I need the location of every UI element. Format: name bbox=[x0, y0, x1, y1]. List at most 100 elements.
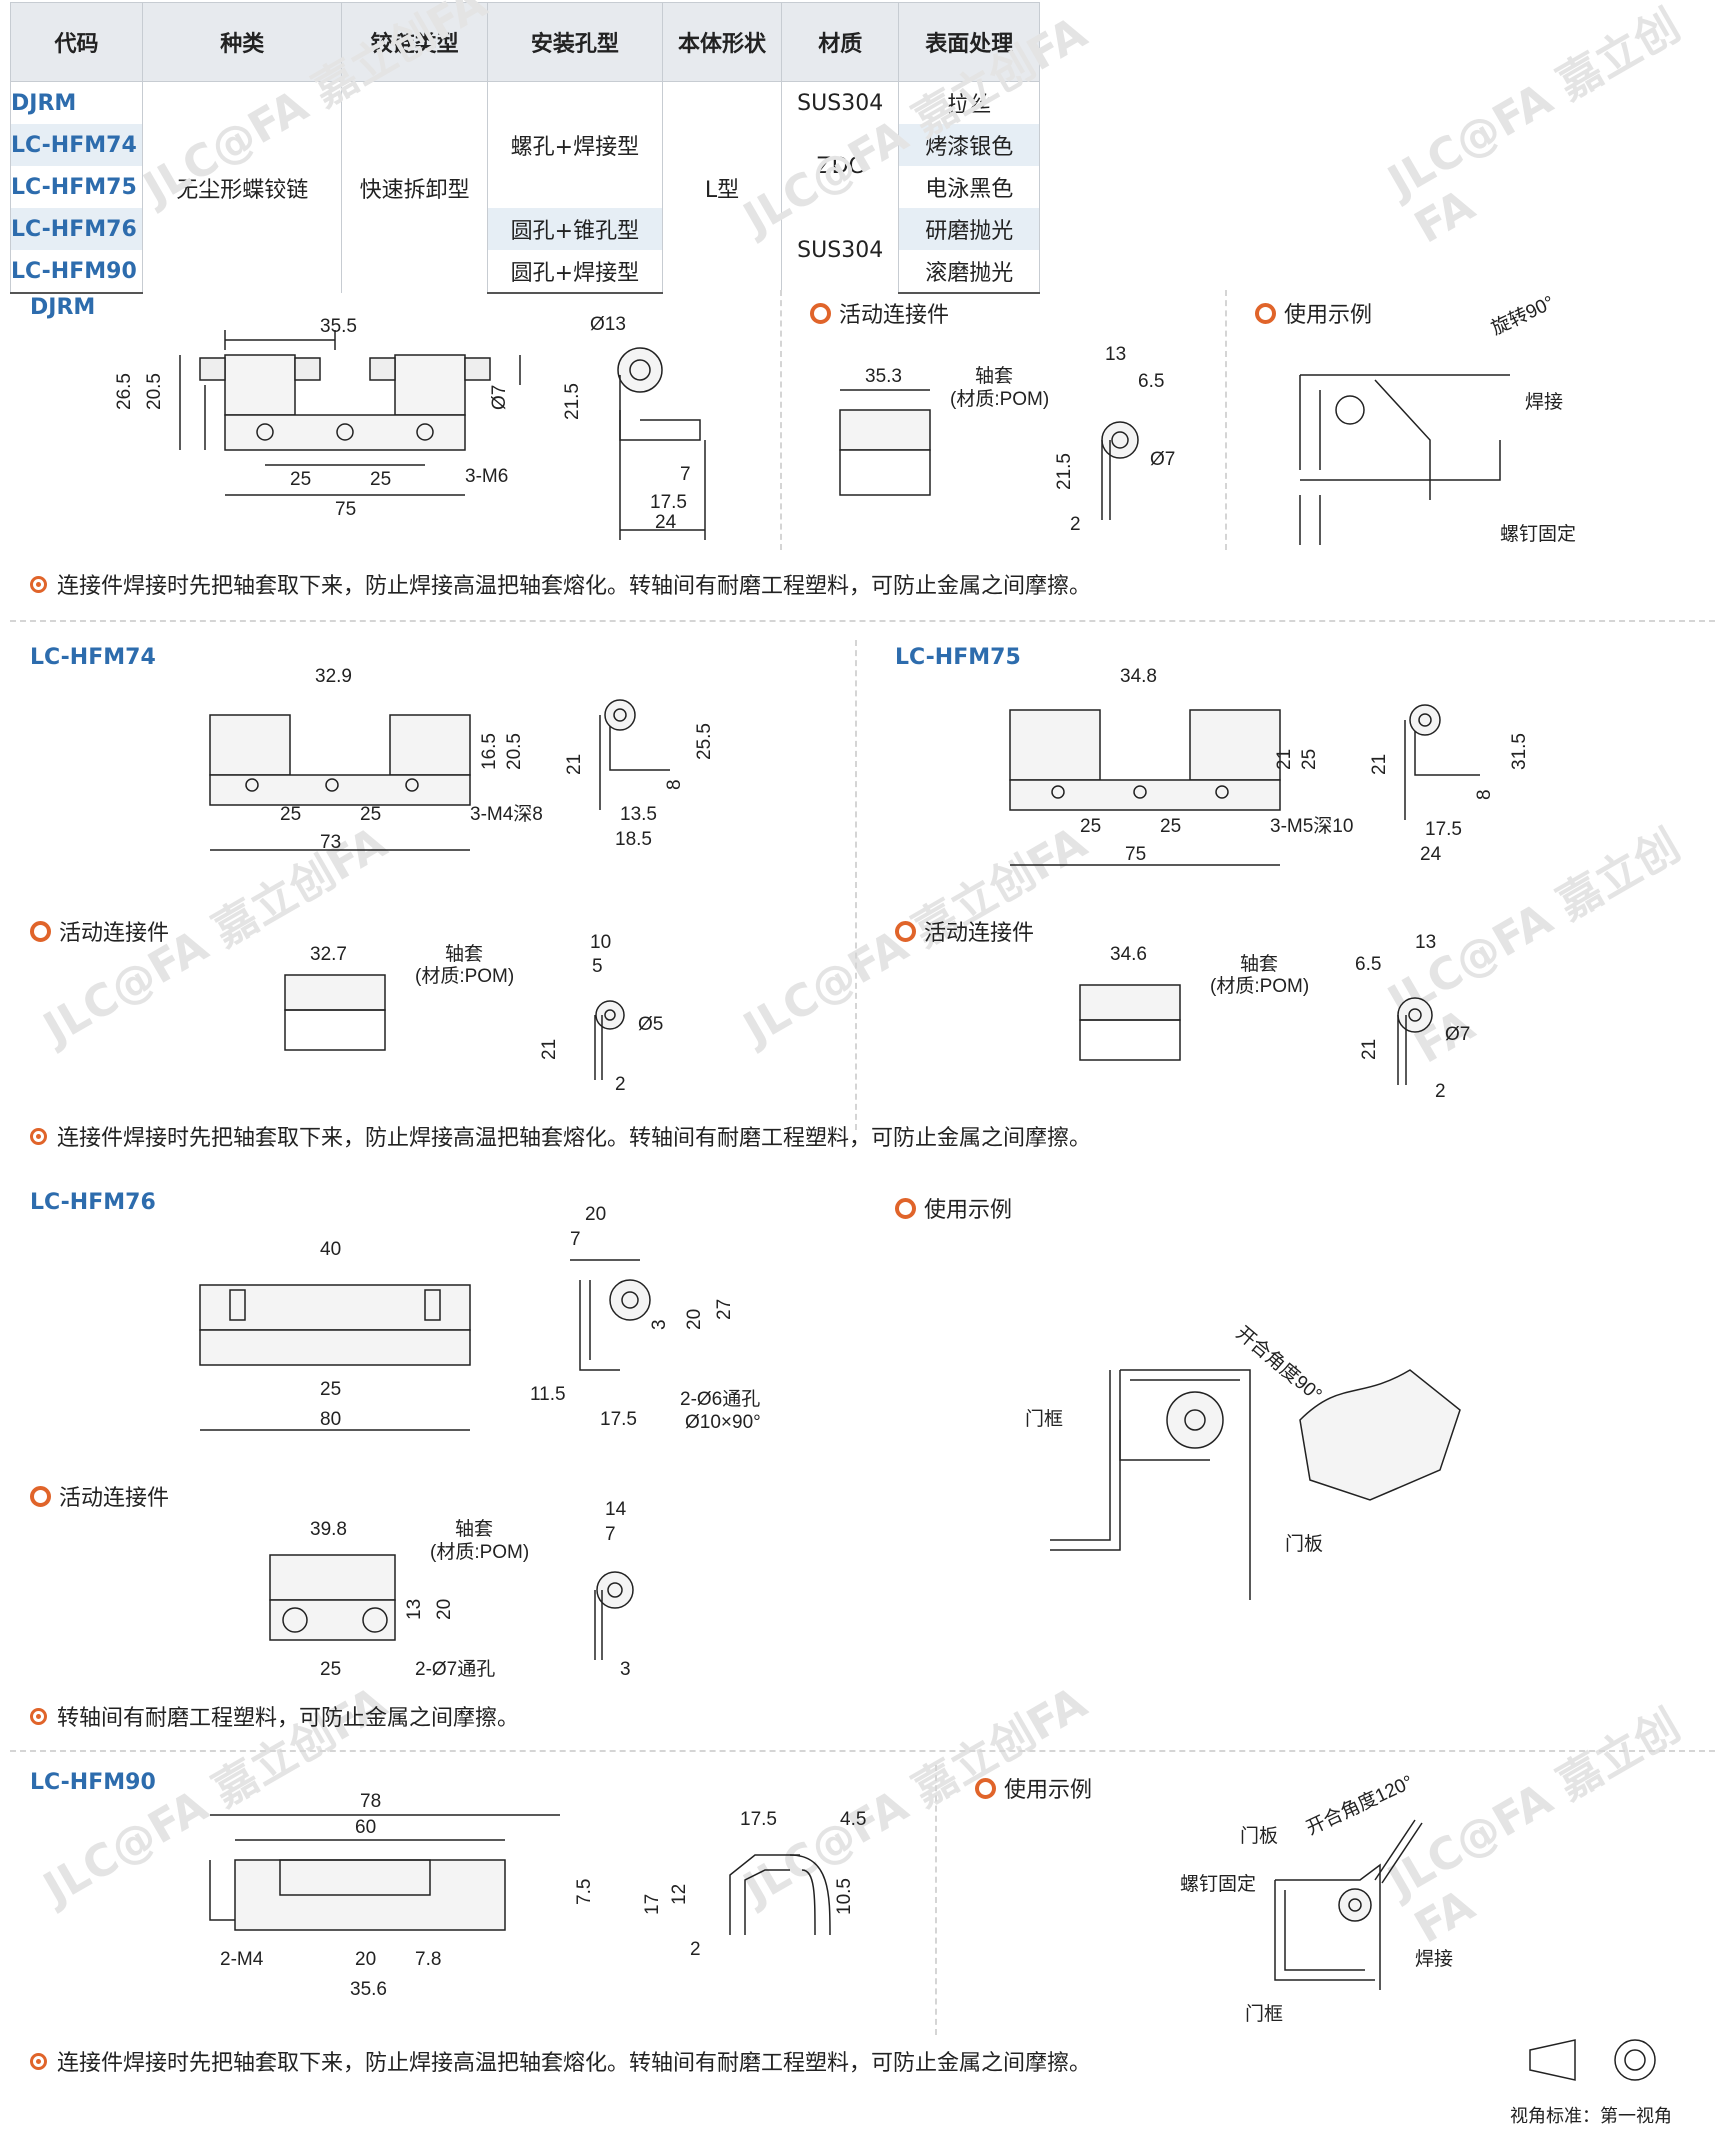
label-sleeve-material: (材质:POM) bbox=[430, 1541, 529, 1563]
note-text: 连接件焊接时先把轴套取下来，防止焊接高温把轴套熔化。转轴间有耐磨工程塑料，可防止… bbox=[57, 2051, 1092, 2076]
note-text: 转轴间有耐磨工程塑料，可防止金属之间摩擦。 bbox=[57, 1706, 520, 1731]
table-row: LC-HFM74 ZDC 烤漆银色 bbox=[9, 124, 1040, 208]
dim-label: 31.5 bbox=[1509, 733, 1530, 770]
mount-cell: 螺孔+焊接型 bbox=[486, 81, 664, 208]
heading-text: 活动连接件 bbox=[839, 303, 950, 328]
material-cell: SUS304 bbox=[780, 81, 900, 124]
dim-label: 27 bbox=[714, 1299, 735, 1320]
djrm-example-drawing: 旋转90° 焊接 螺钉固定 bbox=[1299, 291, 1576, 545]
dim-label: 20 bbox=[434, 1599, 455, 1620]
finish-cell: 研磨抛光 bbox=[898, 208, 1040, 250]
header-finish: 表面处理 bbox=[898, 2, 1040, 82]
label-sleeve: 轴套 bbox=[455, 1518, 493, 1540]
dim-label: 18.5 bbox=[615, 829, 652, 850]
dim-label: 32.9 bbox=[315, 666, 352, 687]
code-cell: LC-HFM75 bbox=[9, 166, 144, 208]
label-sleeve-material: (材质:POM) bbox=[415, 965, 514, 987]
code-cell: DJRM bbox=[9, 81, 144, 124]
dim-label: 2 bbox=[690, 1939, 701, 1960]
divider bbox=[780, 290, 782, 550]
dim-label: 13.5 bbox=[620, 804, 657, 825]
note-plastic: 转轴间有耐磨工程塑料，可防止金属之间摩擦。 bbox=[30, 1700, 519, 1732]
dim-label: 39.8 bbox=[310, 1519, 347, 1540]
divider bbox=[10, 620, 1715, 622]
heading-connector: 活动连接件 bbox=[30, 915, 169, 947]
dim-label: 26.5 bbox=[114, 373, 135, 410]
dim-label: 24 bbox=[655, 512, 677, 533]
dim-label: 7.8 bbox=[415, 1949, 441, 1970]
dim-label: 20 bbox=[355, 1949, 376, 1970]
label-open90: 开合角度90° bbox=[1232, 1322, 1326, 1406]
dim-label: 2 bbox=[1070, 514, 1081, 535]
heading-example: 使用示例 bbox=[895, 1192, 1012, 1224]
heading-text: 活动连接件 bbox=[924, 921, 1035, 946]
dim-label: 25 bbox=[1160, 816, 1181, 837]
dim-label: 7 bbox=[680, 464, 691, 485]
hfm75-connector-drawing: 34.6 轴套 (材质:POM) 13 6.5 21 Ø7 2 bbox=[1079, 932, 1470, 1102]
mount-cell: 圆孔+锥孔型 bbox=[486, 208, 664, 250]
dim-label: 25 bbox=[1080, 816, 1101, 837]
dim-label: 35.3 bbox=[865, 366, 902, 387]
mount-cell: 圆孔+焊接型 bbox=[486, 250, 664, 294]
dim-label: 25.5 bbox=[694, 723, 715, 760]
heading-connector: 活动连接件 bbox=[810, 297, 949, 329]
dim-label: 73 bbox=[320, 832, 341, 853]
hfm76-example-drawing: 开合角度90° 门框 门板 bbox=[1025, 1322, 1461, 1600]
section-title-hfm75: LC-HFM75 bbox=[895, 645, 1021, 670]
dim-label: 20 bbox=[585, 1204, 606, 1225]
ring-icon bbox=[975, 1777, 996, 1799]
dim-label: 17.5 bbox=[600, 1409, 637, 1430]
label-screw: 螺钉固定 bbox=[1500, 523, 1576, 545]
heading-example: 使用示例 bbox=[975, 1772, 1092, 1804]
finish-cell: 烤漆银色 bbox=[898, 124, 1040, 166]
label-sleeve: 轴套 bbox=[975, 365, 1013, 387]
table-header-row: 代码 种类 铰链类型 安装孔型 本体形状 材质 表面处理 bbox=[9, 2, 1040, 82]
label-rotate: 旋转90° bbox=[1488, 291, 1558, 339]
dim-label: 25 bbox=[320, 1659, 341, 1680]
header-kind: 种类 bbox=[142, 2, 343, 82]
table-row: LC-HFM90 圆孔+焊接型 滚磨抛光 bbox=[9, 250, 1040, 294]
dim-label: 13 bbox=[1105, 344, 1126, 365]
dim-label: 12 bbox=[669, 1884, 690, 1905]
divider bbox=[935, 1765, 937, 2035]
dim-label: 2 bbox=[1435, 1081, 1446, 1102]
heading-text: 使用示例 bbox=[924, 1198, 1013, 1223]
finish-cell: 拉丝 bbox=[898, 81, 1040, 124]
dim-label: 21 bbox=[1359, 1039, 1380, 1060]
divider bbox=[1225, 290, 1227, 550]
note-weld: 连接件焊接时先把轴套取下来，防止焊接高温把轴套熔化。转轴间有耐磨工程塑料，可防止… bbox=[30, 2045, 1091, 2077]
dim-label: 75 bbox=[335, 499, 356, 520]
dim-label: 8 bbox=[1474, 789, 1495, 800]
dim-label: 24 bbox=[1420, 844, 1442, 865]
dim-label: 3 bbox=[649, 1319, 670, 1330]
label-frame: 门框 bbox=[1025, 1408, 1063, 1430]
divider bbox=[855, 640, 857, 1130]
shape-cell: L型 bbox=[662, 81, 782, 293]
code-cell: LC-HFM74 bbox=[9, 124, 144, 166]
bullet-icon bbox=[30, 1707, 47, 1725]
section-title-hfm76: LC-HFM76 bbox=[30, 1190, 156, 1215]
section-title-hfm90: LC-HFM90 bbox=[30, 1770, 156, 1795]
label-weld: 焊接 bbox=[1415, 1948, 1453, 1970]
dim-label: Ø10×90° bbox=[685, 1412, 761, 1433]
hfm76-connector-drawing: 39.8 轴套 (材质:POM) 13 20 25 2-Ø7通孔 14 7 3 bbox=[269, 1499, 634, 1680]
dim-label: 34.8 bbox=[1120, 666, 1157, 687]
dim-label: 34.6 bbox=[1110, 944, 1147, 965]
label-open120: 开合角度120° bbox=[1303, 1771, 1417, 1840]
dim-label: 21 bbox=[1369, 754, 1390, 775]
dim-label: 2-Ø6通孔 bbox=[680, 1388, 760, 1410]
hfm74-connector-drawing: 32.7 轴套 (材质:POM) 10 5 21 Ø5 2 bbox=[284, 932, 663, 1095]
label-screw: 螺钉固定 bbox=[1180, 1873, 1256, 1895]
dim-label: 25 bbox=[360, 804, 381, 825]
label-weld: 焊接 bbox=[1525, 391, 1563, 413]
note-text: 连接件焊接时先把轴套取下来，防止焊接高温把轴套熔化。转轴间有耐磨工程塑料，可防止… bbox=[57, 1126, 1092, 1151]
material-cell: SUS304 bbox=[780, 208, 900, 293]
dim-label: 2-M4 bbox=[220, 1949, 264, 1970]
dim-label: 2 bbox=[615, 1074, 626, 1095]
dim-label: 60 bbox=[355, 1817, 376, 1838]
dim-label: 5 bbox=[592, 956, 603, 977]
dim-label: 17.5 bbox=[740, 1809, 777, 1830]
dim-label: Ø7 bbox=[489, 385, 510, 410]
bullet-icon bbox=[30, 2052, 47, 2070]
dim-label: 25 bbox=[290, 469, 311, 490]
